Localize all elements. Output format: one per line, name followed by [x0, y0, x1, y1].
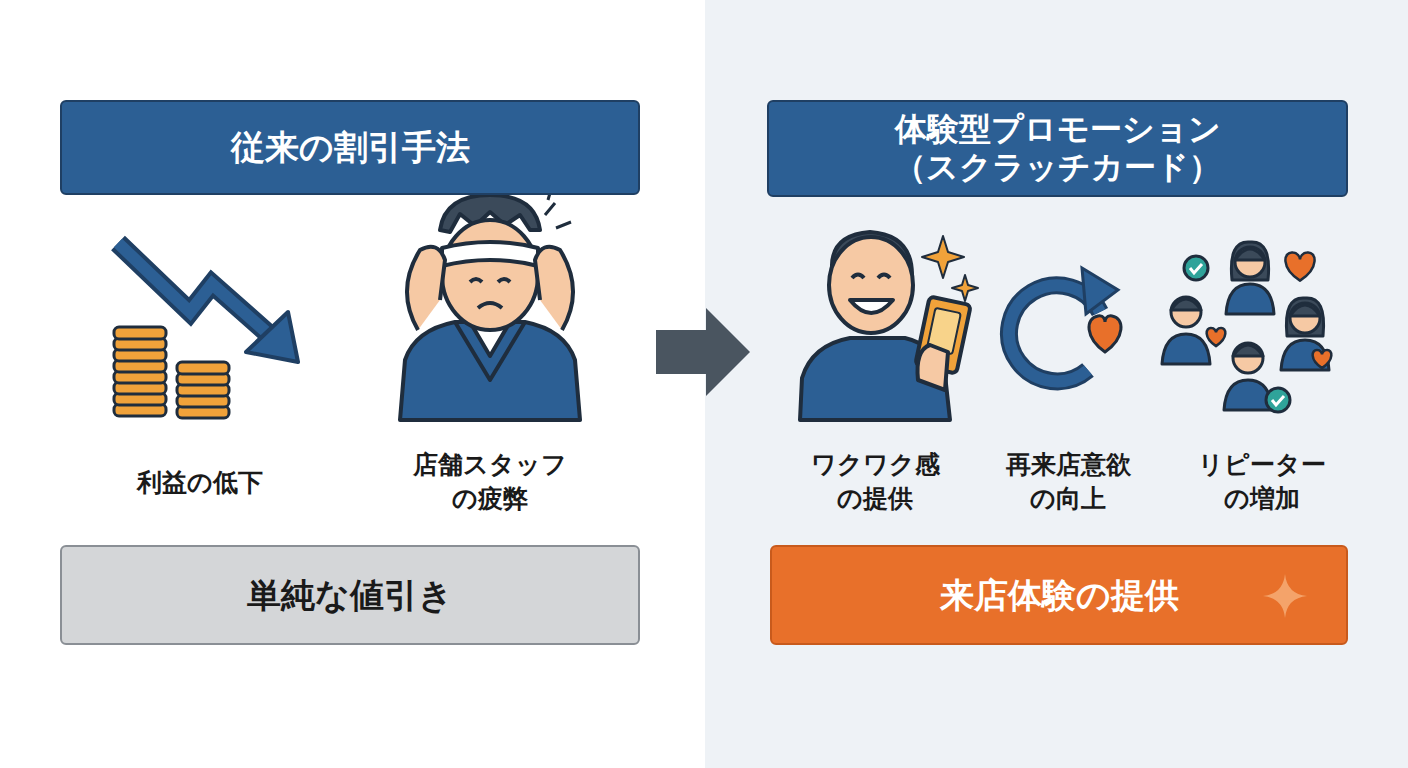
icon-caption: 利益の低下: [90, 466, 310, 500]
box-text: 来店体験の提供: [940, 575, 1179, 616]
box-text: 従来の割引手法: [231, 127, 470, 168]
sparkle: [1263, 574, 1307, 618]
stressed-staff: [400, 186, 580, 420]
check-mark: [1190, 264, 1202, 273]
icon-caption: 再来店意欲 の向上: [973, 448, 1163, 516]
icon-part: [1231, 242, 1268, 280]
check-mark: [1184, 256, 1208, 280]
summary-box: 単純な値引き: [60, 545, 640, 645]
icon-part: [1290, 303, 1320, 333]
icon-part: [1171, 299, 1201, 310]
coin-stacks: [114, 327, 229, 418]
icon-part: [1226, 284, 1274, 314]
sparkle: [1260, 571, 1310, 621]
icon-caption: リピーター の増加: [1167, 448, 1357, 516]
icon-part: [1171, 297, 1201, 327]
heart: [1285, 253, 1314, 281]
person: [1162, 297, 1210, 364]
icon-part: [1162, 334, 1210, 364]
icon-caption: 店舗スタッフ の疲弊: [380, 448, 600, 516]
icon-part: [1224, 380, 1272, 410]
icon-part: [1290, 305, 1320, 316]
icon-caption: ワクワク感 の提供: [780, 448, 970, 516]
coin: [177, 362, 229, 374]
right-panel: [705, 0, 1408, 768]
icon-part: [1235, 247, 1265, 277]
check-mark: [1272, 396, 1284, 405]
box-text: 体験型プロモーション （スクラッチカード）: [838, 110, 1278, 187]
icon-part: [1233, 343, 1263, 373]
icon-part: [1233, 345, 1263, 356]
repeat-customers: [1162, 242, 1331, 412]
return-cycle: [1009, 268, 1121, 381]
transition-arrow: [656, 308, 750, 396]
heart: [1207, 328, 1226, 346]
coin: [114, 327, 166, 339]
heart: [1313, 350, 1332, 368]
header-box: 従来の割引手法: [60, 100, 640, 195]
header-box: 体験型プロモーション （スクラッチカード）: [767, 100, 1348, 197]
icon-part: [1286, 298, 1323, 336]
check-mark: [1266, 388, 1290, 412]
person: [1226, 242, 1274, 314]
happy-customer: [800, 232, 978, 420]
box-text: 単純な値引き: [247, 575, 453, 616]
icon-part: [1235, 249, 1265, 260]
summary-box: 来店体験の提供: [770, 545, 1348, 645]
